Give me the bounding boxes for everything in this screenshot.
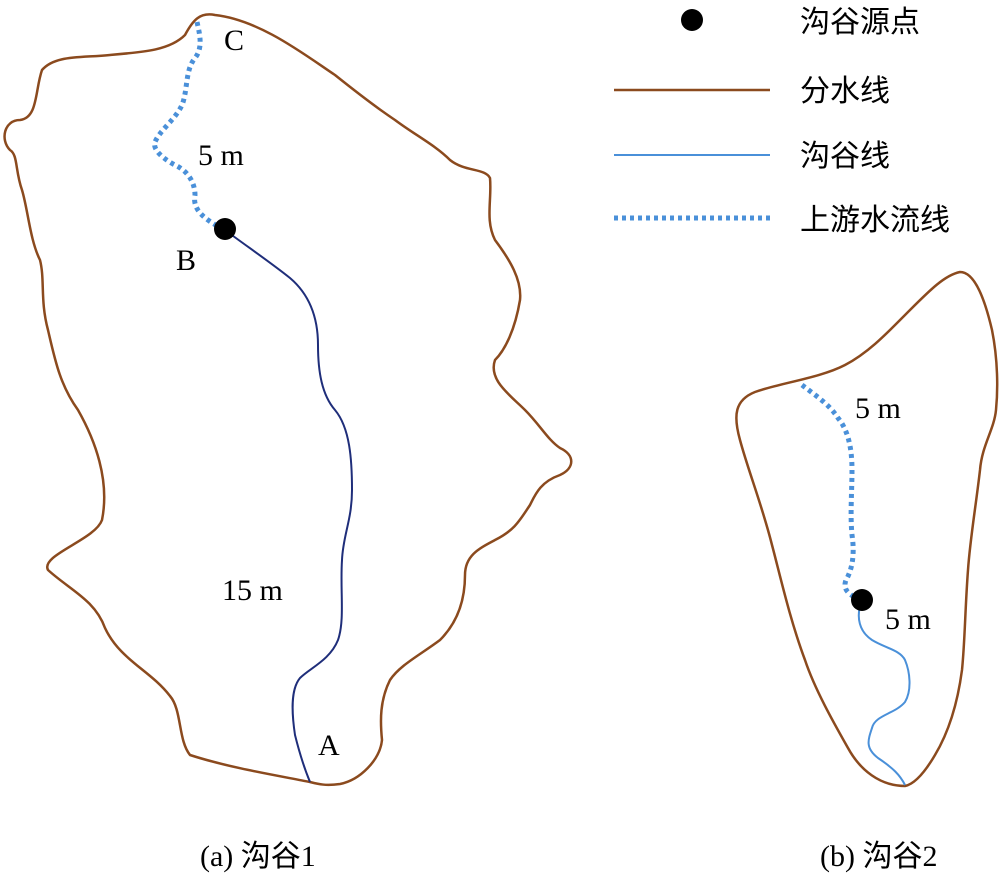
- panel-b-caption: (b) 沟谷2: [820, 840, 937, 873]
- legend-source-point-marker: [681, 9, 703, 31]
- panel-b-gully-length-label: 5 m: [885, 603, 931, 636]
- panel-a-point-c-label: C: [224, 24, 244, 57]
- legend-divide-line-label: 分水线: [800, 74, 890, 109]
- panel-b: 5 m 5 m (b) 沟谷2: [735, 270, 999, 873]
- legend-gully-line-label: 沟谷线: [800, 139, 890, 174]
- panel-a-upstream-flow-line: [152, 21, 227, 233]
- panel-a-point-b-label: B: [176, 244, 196, 277]
- legend-source-point-label: 沟谷源点: [800, 5, 920, 40]
- panel-b-upstream-length-label: 5 m: [855, 392, 901, 425]
- legend: 沟谷源点 分水线 沟谷线 上游水流线: [614, 5, 950, 238]
- panel-a-point-a-label: A: [318, 729, 340, 762]
- panel-b-source-point: [851, 589, 873, 611]
- panel-a-source-point-b: [214, 218, 236, 240]
- panel-a-gully-line: [224, 229, 354, 783]
- legend-upstream-flow-line-label: 上游水流线: [800, 203, 950, 238]
- panel-b-divide-line: [735, 270, 999, 788]
- panel-b-upstream-flow-line: [800, 383, 863, 603]
- panel-a-gully-length-label: 15 m: [222, 574, 283, 607]
- panel-a-upstream-length-label: 5 m: [198, 139, 244, 172]
- panel-a-divide-line: [3, 13, 573, 787]
- panel-a-caption: (a) 沟谷1: [200, 840, 316, 873]
- panel-a: C B A 5 m 15 m (a) 沟谷1: [3, 13, 573, 873]
- panel-b-gully-line: [857, 599, 911, 786]
